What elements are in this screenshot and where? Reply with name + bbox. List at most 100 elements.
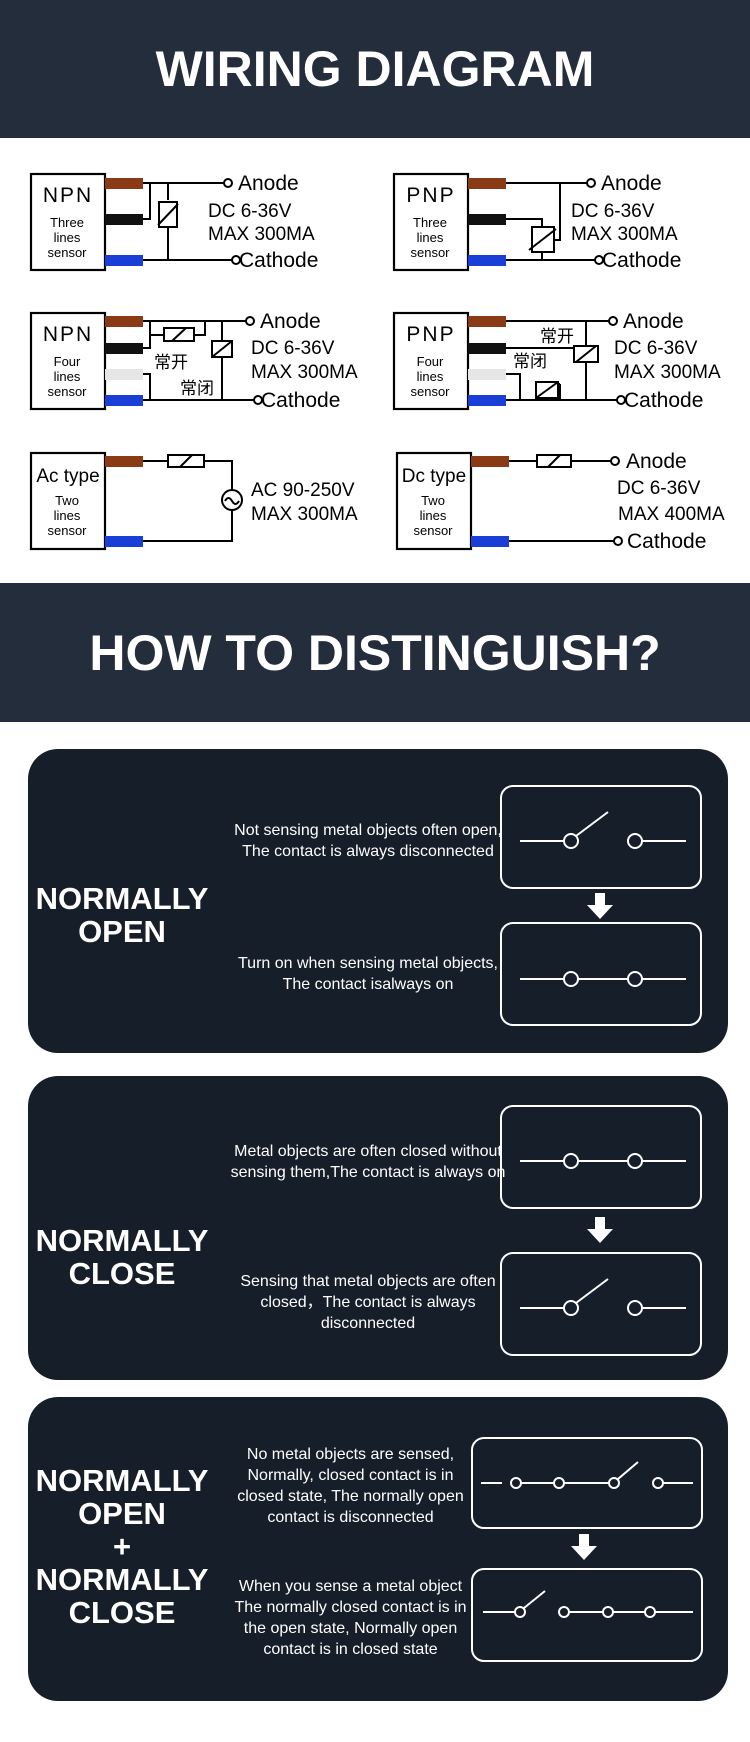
desc-line: Metal objects are often closed without [234,1143,502,1160]
cathode-terminal [616,395,626,405]
switch-box-open [500,1252,702,1356]
sensor-sub-label: Four [417,354,444,369]
desc-line: closed state, The normally open [237,1488,464,1505]
card-title-line: NORMALLY [35,881,209,916]
switch-contact [558,1606,570,1618]
anode-label: Anode [626,450,687,473]
black-wire [105,343,143,354]
sensor-sub-label: sensor [47,245,87,260]
sensor-type-label: NPN [43,184,93,207]
switch-contact [627,1153,643,1169]
card-bottom-desc: Turn on when sensing metal objects, The … [208,953,528,995]
switch-box-closed [500,922,702,1026]
down-arrow-icon [571,1534,597,1560]
cathode-terminal [594,255,604,265]
switch-contact [563,971,579,987]
switch-contact [644,1606,656,1618]
card-title: NORMALLY CLOSE [28,1224,216,1290]
desc-line: contact is in closed state [263,1641,438,1658]
switch-blade-open [575,1278,609,1304]
switch-blade-open [575,811,609,837]
blue-wire [105,536,143,547]
blue-wire [105,395,143,406]
sensor-sub-label: Two [421,493,445,508]
blue-wire [468,255,506,266]
card-title-line: + [112,1529,132,1564]
switch-contact [563,1153,579,1169]
wiring-header: WIRING DIAGRAM [0,0,750,138]
nc-label: 常闭 [513,352,547,372]
card-title-line: CLOSE [68,1595,176,1630]
cathode-terminal [253,395,263,405]
switch-contact [514,1606,526,1618]
sensor-box [29,451,107,551]
spec-current: MAX 300MA [571,224,678,245]
switch-contact [563,833,579,849]
sensor-sub-label: Four [54,354,81,369]
card-top-desc: Not sensing metal objects often open, Th… [208,820,528,862]
cathode-label: Cathode [624,389,703,412]
card-title-line: NORMALLY [35,1463,209,1498]
switch-diagrams [471,1437,703,1662]
switch-blade-open [617,1461,639,1480]
anode-label: Anode [623,310,684,333]
wiring-title: WIRING DIAGRAM [155,41,595,97]
anode-terminal [586,178,596,188]
sensor-box [29,311,107,411]
cathode-terminal [613,536,623,546]
desc-line: No metal objects are sensed, [246,1446,455,1463]
diagram-ac-two: Ac type Two lines sensor AC 90-250V MAX … [29,451,358,551]
down-arrow-icon [587,893,613,919]
diagram-pnp-four: PNP Four lines sensor 常开 常闭 Anode DC 6-3… [392,310,721,412]
spec-current: MAX 300MA [251,362,358,383]
desc-line: Turn on when sensing metal objects, [238,955,498,972]
down-arrow-icon [587,1217,613,1243]
sensor-sub-label: Three [413,215,447,230]
desc-line: Normally, closed contact is in [247,1467,454,1484]
brown-wire [471,456,509,467]
anode-label: Anode [601,172,662,195]
card-bottom-desc: Sensing that metal objects are often clo… [208,1271,528,1334]
card-title-line: CLOSE [68,1256,176,1291]
spec-current: MAX 300MA [251,504,358,525]
nc-label: 常闭 [180,379,214,399]
blue-wire [105,255,143,266]
card-title-line: NORMALLY [35,1562,209,1597]
blue-wire [468,395,506,406]
black-wire [105,214,143,225]
diagram-pnp-three: PNP Three lines sensor Anode DC 6-36V MA… [392,172,681,272]
sensor-sub-label: sensor [410,384,450,399]
distinguish-title: HOW TO DISTINGUISH? [89,624,661,681]
wiring-diagrams: .box { fill:#fff; stroke:#000; stroke-wi… [29,172,725,553]
spec-voltage: AC 90-250V [251,480,355,501]
cathode-label: Cathode [627,530,706,553]
no-label: 常开 [540,327,574,347]
sensor-type-label: PNP [406,184,455,207]
brown-wire [468,178,506,189]
sensor-sub-label: Three [50,215,84,230]
card-top-desc: Metal objects are often closed without s… [208,1141,528,1183]
card-title-line: OPEN [78,914,166,949]
desc-line: sensing them,The contact is always on [230,1164,506,1181]
switch-contact [608,1477,620,1489]
switch-contact [627,1300,643,1316]
card-title-line: NORMALLY [35,1223,209,1258]
spec-voltage: DC 6-36V [614,338,698,359]
switch-contact [510,1477,522,1489]
card-title: NORMALLY OPEN + NORMALLY CLOSE [28,1464,216,1629]
sensor-box [392,311,470,411]
sensor-box [392,172,470,272]
sensor-box [395,451,473,551]
desc-line: When you sense a metal object [238,1578,463,1595]
diagram-npn-three: NPN Three lines sensor Anode DC 6-36V MA… [29,172,318,272]
sensor-sub-label: lines [54,230,81,245]
switch-contact [627,971,643,987]
card-normally-open: NORMALLY OPEN Not sensing metal objects … [28,749,728,1053]
spec-voltage: DC 6-36V [571,201,655,222]
brown-wire [105,456,143,467]
sensor-type-label: PNP [406,323,455,346]
card-bottom-desc: When you sense a metal object The normal… [218,1576,483,1660]
white-wire [105,369,143,380]
cathode-label: Cathode [602,249,681,272]
